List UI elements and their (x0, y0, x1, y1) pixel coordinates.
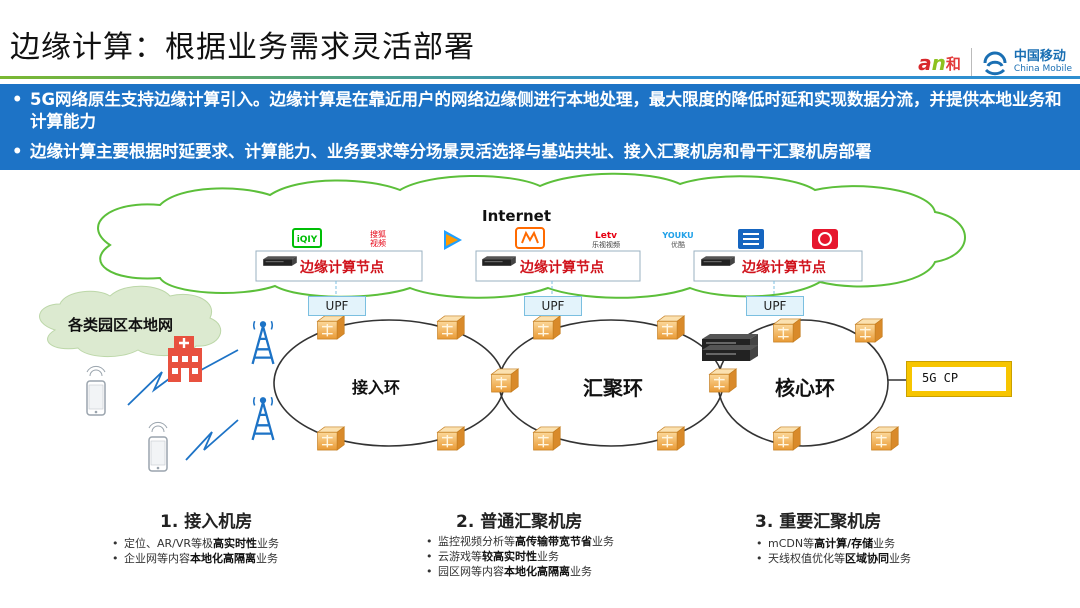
router-icon (656, 426, 685, 451)
router-icon (436, 315, 465, 340)
logo-divider (970, 48, 972, 78)
banner-bullet-2: 边缘计算主要根据时延要求、计算能力、业务要求等分场景灵活选择与基站共址、接入汇聚… (30, 142, 872, 161)
tencent-video-icon (444, 230, 462, 250)
he-logo-a-glyph: a (918, 51, 932, 75)
tower-icon (251, 319, 275, 366)
core-cp-box: 5G CP (906, 361, 1012, 397)
room-2-item-2: 云游戏等较高实时性业务 (424, 549, 614, 564)
bullet-marker: • (12, 90, 23, 109)
router-icon (772, 426, 801, 451)
bullet-marker: • (12, 142, 23, 161)
he-logo-text: 和 (945, 54, 961, 73)
edge-node-box-1 (255, 250, 423, 282)
hospital-icon (168, 336, 202, 382)
room-3-list: mCDN等高计算/存储业务 天线权值优化等区域协同业务 (754, 536, 911, 566)
room-2-item-3: 园区网等内容本地化高隔离业务 (424, 564, 614, 579)
youku-icon: YOUKU 优酷 (661, 231, 693, 249)
core-ring-label: 核心环 (775, 376, 835, 400)
list-app-icon (738, 229, 764, 249)
upf-box-2: UPF (524, 296, 582, 316)
router-icon (532, 426, 561, 451)
upf-box-3: UPF (746, 296, 804, 316)
room-1-list: 定位、AR/VR等极高实时性业务 企业网等内容本地化高隔离业务 (110, 536, 279, 566)
router-icon (708, 368, 737, 393)
signal-icon (86, 365, 106, 377)
letv-icon: Letv 乐视视频 (592, 231, 620, 249)
summary-banner: • 5G网络原生支持边缘计算引入。边缘计算是在靠近用户的网络边缘侧进行本地处理，… (0, 84, 1080, 170)
router-icon (532, 315, 561, 340)
room-1-item-2: 企业网等内容本地化高隔离业务 (110, 551, 279, 566)
router-icon (436, 426, 465, 451)
room-3-title: 3. 重要汇聚机房 (755, 512, 882, 532)
phone-icon (86, 380, 106, 416)
aggregation-ring-label: 汇聚环 (583, 376, 643, 400)
sohu-icon-text-bottom: 视频 (370, 238, 386, 248)
internet-label: Internet (482, 207, 552, 225)
server-cluster-icon (702, 345, 758, 361)
edge-node-label-2: 边缘计算节点 (520, 260, 604, 276)
letv-icon-text: Letv (595, 231, 617, 241)
weibo-icon (812, 229, 838, 249)
mango-tv-icon (515, 227, 545, 249)
room-3-item-2: 天线权值优化等区域协同业务 (754, 551, 911, 566)
router-icon (316, 315, 345, 340)
room-2-title: 2. 普通汇聚机房 (456, 512, 583, 532)
room-2-item-1: 监控视频分析等高传输带宽节省业务 (424, 534, 614, 549)
banner-bullet-1: 5G网络原生支持边缘计算引入。边缘计算是在靠近用户的网络边缘侧进行本地处理，最大… (30, 90, 1062, 131)
upf-box-1: UPF (308, 296, 366, 316)
edge-node-box-2 (475, 250, 641, 282)
signal-icon (148, 421, 168, 433)
campus-network-label: 各类园区本地网 (68, 316, 174, 334)
router-icon (490, 368, 519, 393)
room-1-title: 1. 接入机房 (160, 512, 253, 532)
wireless-link-icon (185, 419, 239, 461)
he-logo-n-glyph: n (931, 51, 946, 75)
letv-icon-subtext: 乐视视频 (592, 240, 620, 249)
room-1-item-1: 定位、AR/VR等极高实时性业务 (110, 536, 279, 551)
room-3-item-1: mCDN等高计算/存储业务 (754, 536, 911, 551)
youku-icon-subtext: 优酷 (671, 240, 685, 249)
iqiyi-icon: iQIY (292, 228, 322, 248)
page-title: 边缘计算：根据业务需求灵活部署 (10, 30, 475, 65)
phone-icon (148, 436, 168, 472)
iqiyi-icon-text: iQIY (297, 235, 318, 245)
china-mobile-logo: 中国移动 China Mobile (982, 50, 1072, 76)
edge-node-label-1: 边缘计算节点 (300, 260, 384, 276)
youku-icon-text: YOUKU (661, 231, 693, 240)
sohu-video-icon: 搜狐 视频 (364, 228, 392, 248)
title-underline (0, 76, 1080, 79)
network-diagram: iQIY 搜狐 视频 Letv 乐视视频 YOUKU 优酷 (39, 172, 966, 472)
china-mobile-cn: 中国移动 (1013, 49, 1066, 64)
core-cp-label: 5G CP (912, 367, 1006, 391)
tower-icon (251, 395, 275, 442)
router-icon (316, 426, 345, 451)
edge-node-box-3 (693, 250, 863, 282)
sohu-icon-text-top: 搜狐 (370, 229, 386, 239)
router-icon (772, 318, 801, 343)
edge-node-label-3: 边缘计算节点 (742, 260, 826, 276)
router-icon (854, 318, 883, 343)
china-mobile-en: China Mobile (1013, 64, 1072, 74)
china-mobile-icon (983, 51, 1007, 76)
router-icon (656, 315, 685, 340)
access-ring-label: 接入环 (352, 378, 401, 397)
router-icon (870, 426, 899, 451)
room-2-list: 监控视频分析等高传输带宽节省业务 云游戏等较高实时性业务 园区网等内容本地化高隔… (424, 534, 614, 579)
